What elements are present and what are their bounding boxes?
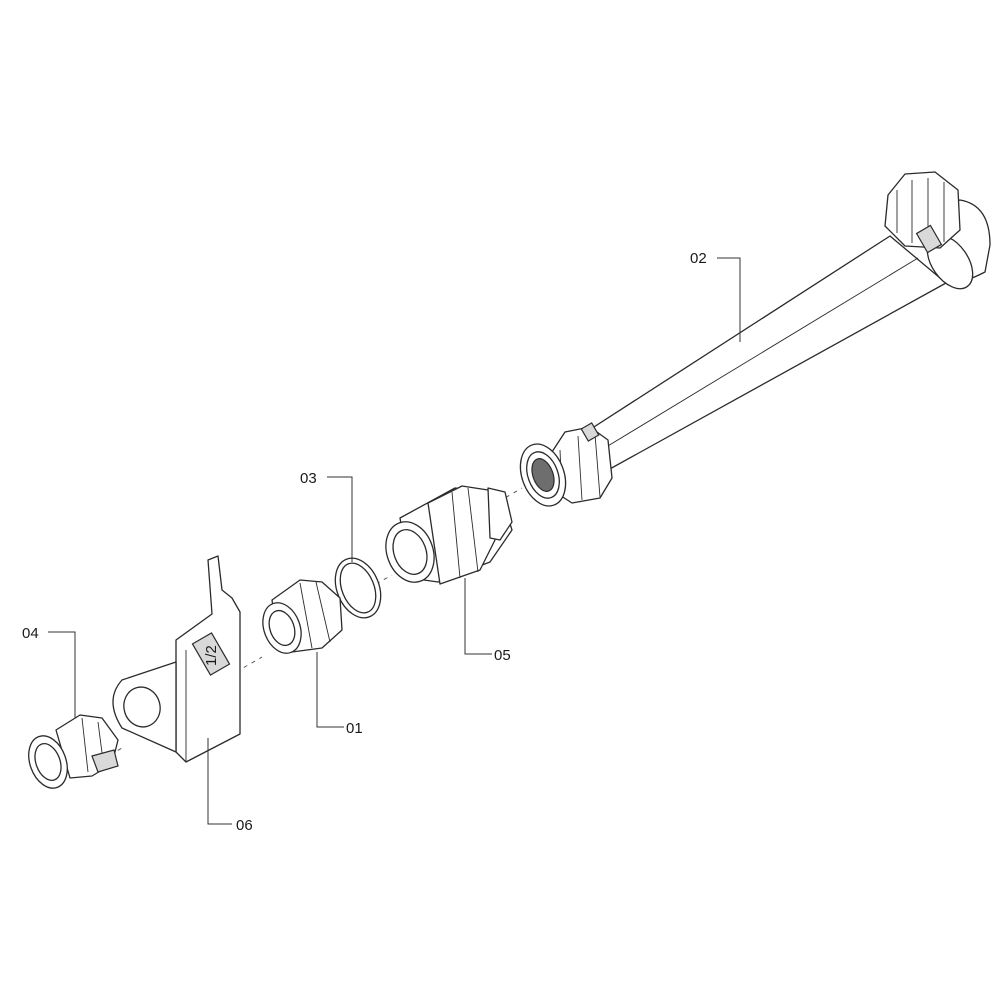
leader-05: [464, 578, 492, 655]
leader-03: [327, 476, 353, 562]
part-03-o-ring: [334, 557, 382, 619]
callout-labels: 01 02 03 04 05 06: [22, 250, 707, 834]
part-02-hose: [519, 171, 991, 507]
callout-02: 02: [690, 250, 707, 267]
bracket-marking: 1/2: [203, 645, 220, 666]
callout-06: 06: [236, 817, 253, 834]
callout-01: 01: [346, 720, 363, 737]
part-01-adaptor: [262, 579, 343, 654]
part-04-end-connector: [28, 714, 119, 789]
callout-04: 04: [22, 625, 39, 642]
callout-05: 05: [494, 647, 511, 664]
part-05-union: [385, 485, 513, 585]
leader-04: [48, 631, 76, 718]
callout-03: 03: [300, 470, 317, 487]
leader-02: [717, 257, 741, 342]
leader-lines: [48, 257, 741, 825]
part-06-bracket: 1/2: [112, 555, 241, 763]
leader-06: [207, 738, 232, 825]
leader-01: [316, 652, 344, 728]
